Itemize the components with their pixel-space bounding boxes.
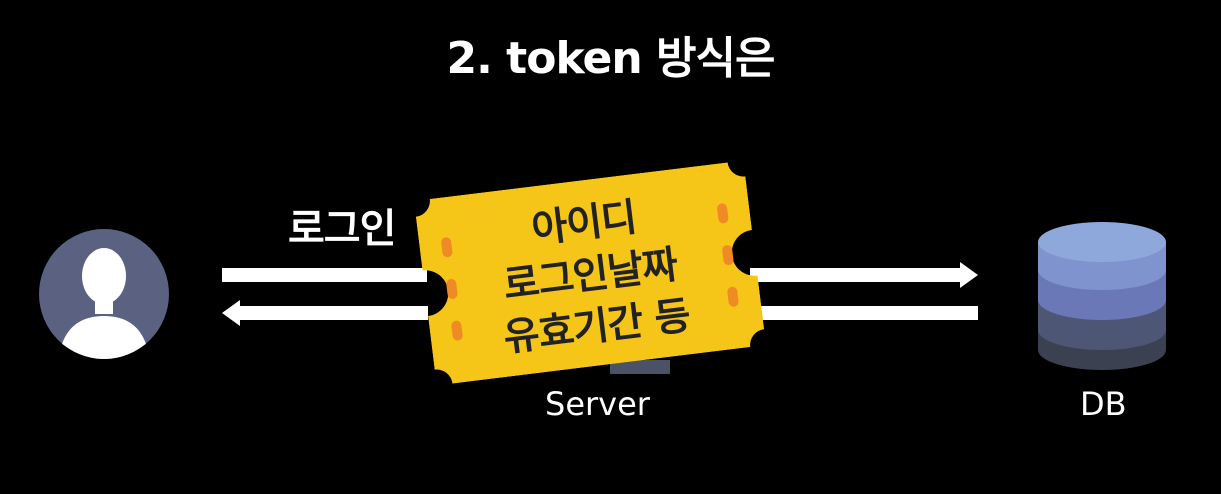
slide-title: 2. token 방식은 — [446, 33, 776, 84]
token-ticket-icon — [415, 162, 765, 384]
response-arrow — [222, 300, 978, 326]
token-ticket: 아이디 로그인날짜 유효기간 등 — [414, 160, 766, 385]
server-icon — [610, 360, 670, 374]
db-label: DB — [1080, 385, 1127, 423]
login-label: 로그인 — [288, 206, 396, 252]
database-icon — [1038, 222, 1166, 370]
request-arrow — [222, 262, 978, 288]
user-avatar-icon — [39, 229, 169, 359]
server-label: Server — [545, 385, 650, 423]
